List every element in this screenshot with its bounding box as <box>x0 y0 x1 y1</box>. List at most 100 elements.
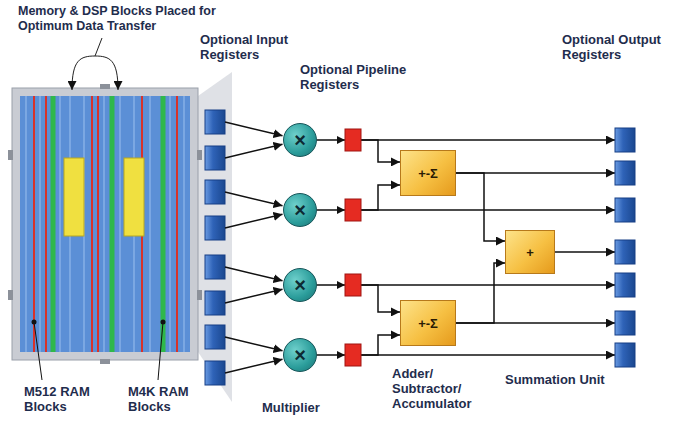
unit-label: Multiplier <box>262 400 352 415</box>
dsp-block <box>64 158 84 236</box>
operator-symbol: × <box>294 345 306 365</box>
operator-symbol: +-Σ <box>418 166 438 181</box>
output-registers <box>615 128 635 367</box>
multiplier-circle: × <box>283 123 317 157</box>
bypass-wire <box>361 209 615 211</box>
arrowhead <box>337 351 345 359</box>
logic-column <box>150 96 151 352</box>
dsp-block <box>124 158 144 236</box>
chip-core <box>20 96 190 352</box>
output-register <box>615 273 635 297</box>
multiplier-circle: × <box>283 268 317 302</box>
bypass-wires <box>361 140 615 355</box>
input-wire <box>225 144 283 158</box>
m512-column <box>45 96 47 352</box>
register-label: Optional Output Registers <box>562 32 680 62</box>
chip-tab <box>197 290 202 300</box>
m4k-columns <box>53 96 163 352</box>
unit-label: Summation Unit <box>505 372 605 387</box>
logic-column <box>184 96 185 352</box>
bypass-wire <box>361 139 615 141</box>
output-register <box>615 128 635 152</box>
chip-tab <box>197 150 202 160</box>
unit-label: Multiplier <box>262 400 320 415</box>
pipeline-register <box>345 129 361 151</box>
input-register <box>205 110 225 134</box>
input-register <box>205 146 225 170</box>
chip-tab <box>8 290 13 300</box>
logic-column <box>170 96 171 352</box>
logic-column <box>104 96 105 352</box>
input-wire <box>225 289 283 303</box>
input-wires <box>225 122 283 373</box>
m512-column <box>97 96 99 352</box>
leader-line <box>34 322 42 380</box>
ram-label: M512 RAM Blocks <box>24 384 100 414</box>
operator-symbol: × <box>294 275 306 295</box>
register-label: Optional Pipeline Registers <box>300 62 406 92</box>
output-register <box>615 311 635 335</box>
m512-column <box>176 96 178 352</box>
logic-column <box>40 96 41 352</box>
register-label: Optional Pipeline Registers <box>300 62 425 92</box>
unit-label: Summation Unit <box>505 372 625 387</box>
pipeline-register <box>345 199 361 221</box>
m512-column <box>91 96 93 352</box>
chip-tab <box>100 84 110 89</box>
operator-symbol: + <box>526 245 534 260</box>
multiplier-circle: × <box>283 338 317 372</box>
chip-tab <box>8 150 13 160</box>
bypass-wire <box>361 354 615 356</box>
input-wire <box>225 214 283 228</box>
m4k-column <box>110 96 115 352</box>
signal-wire <box>456 173 505 241</box>
signal-wire <box>456 263 505 323</box>
adder-output-wire <box>456 172 615 174</box>
input-register <box>205 180 225 204</box>
register-label: Optional Input Registers <box>200 32 288 62</box>
register-label: Optional Output Registers <box>562 32 661 62</box>
m512-column <box>33 96 35 352</box>
unit-label: Adder/ Subtractor/ Accumulator <box>392 366 487 411</box>
callout-text: Memory & DSP Blocks Placed for Optimum D… <box>18 4 218 34</box>
logic-columns <box>26 96 184 352</box>
input-register <box>205 361 225 385</box>
arrowhead <box>337 206 345 214</box>
unit-label: Adder/ Subtractor/ Accumulator <box>392 366 471 411</box>
pipeline-registers <box>345 129 361 366</box>
chip-frame <box>12 88 198 360</box>
chip-tab <box>100 359 110 364</box>
callout-text: Memory & DSP Blocks Placed for Optimum D… <box>18 4 216 33</box>
input-register <box>205 255 225 279</box>
input-wire <box>225 267 283 281</box>
multiplier-circle: × <box>283 193 317 227</box>
m4k-column <box>51 96 56 352</box>
pipeline-register <box>345 344 361 366</box>
input-wire <box>225 122 283 136</box>
input-wire <box>225 359 283 373</box>
leader-line <box>158 322 163 380</box>
leader-line <box>95 56 118 90</box>
bypass-wire <box>361 284 615 286</box>
arrowhead <box>337 281 345 289</box>
input-wire <box>225 192 283 206</box>
summation-box: + <box>505 230 555 274</box>
output-register <box>615 343 635 367</box>
ram-label: M4K RAM Blocks <box>128 384 200 414</box>
arrowhead <box>337 136 345 144</box>
leader-line <box>95 38 102 56</box>
adder-box: +-Σ <box>400 300 456 346</box>
sum-output-wire <box>555 251 615 253</box>
pipeline-register <box>345 274 361 296</box>
ram-label: M4K RAM Blocks <box>128 384 189 414</box>
m512-columns <box>34 96 177 352</box>
register-label: Optional Input Registers <box>200 32 300 62</box>
m4k-column <box>161 96 166 352</box>
logic-column <box>60 96 61 352</box>
input-register <box>205 291 225 315</box>
operator-symbol: +-Σ <box>418 316 438 331</box>
output-register <box>615 161 635 185</box>
output-register <box>615 198 635 222</box>
logic-column <box>26 96 27 352</box>
